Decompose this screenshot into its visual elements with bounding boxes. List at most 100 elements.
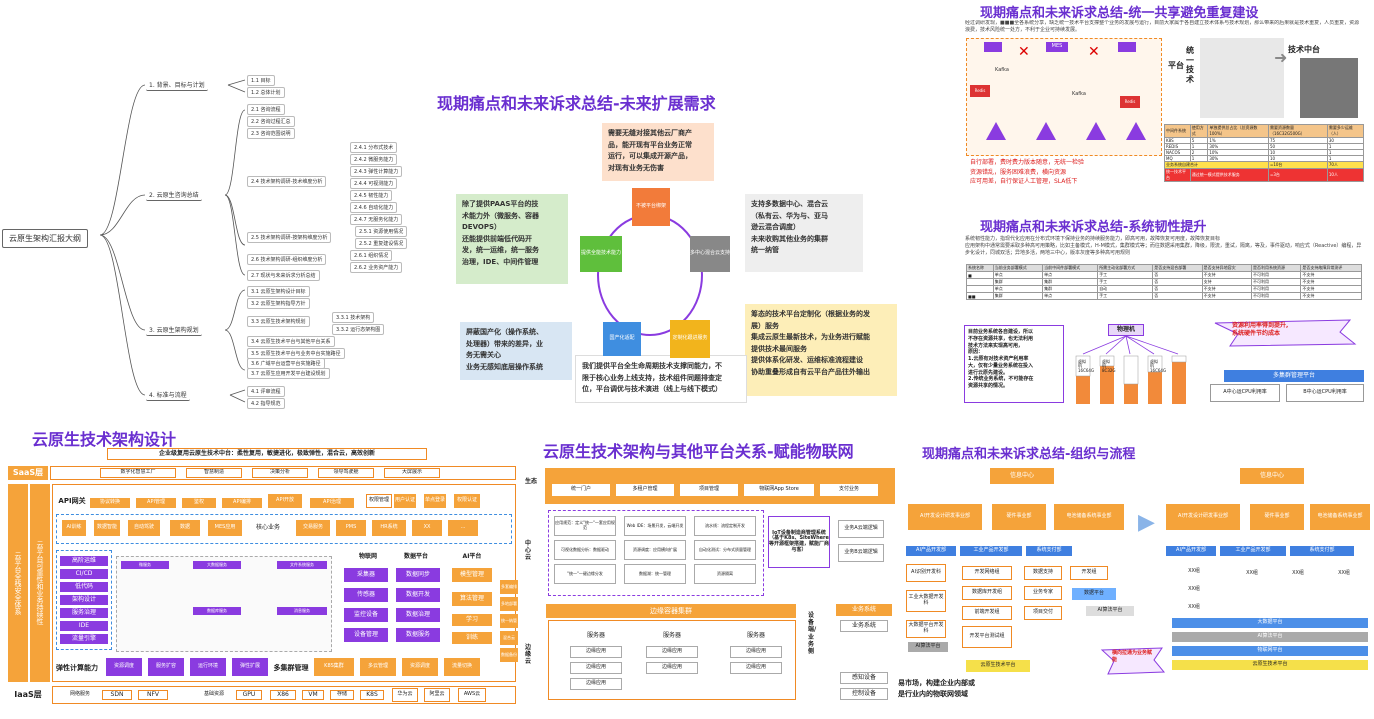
redis-logo: Redis [970, 85, 990, 97]
edge-app: 边缘应用 [570, 646, 622, 658]
biz-a: 业务A云端逻辑 [838, 520, 884, 538]
multi-item: K8S集群 [314, 658, 354, 676]
org-cloud-native-platform: 云原生技术平台 [966, 660, 1030, 672]
physical-machine: 物理机 [1108, 324, 1144, 336]
expand-right-card: 支持多数据中心、混合云（私有云、华为与、亚马逊云混合调度）未来收购其他业务的集群… [745, 194, 863, 272]
design-banner: 企业级复用云原生技术中台：柔性复用，敏捷进化，极致弹性，混合云，高效创新 [107, 448, 427, 460]
paas-side-security: 云平台全栈安全体系 [8, 484, 28, 682]
expand-title: 现期痛点和未来诉求总结-未来扩展需求 [437, 90, 716, 114]
dept-left: 硬件事业部 [992, 504, 1046, 530]
saas-item: 数字化智慧工厂 [100, 468, 176, 478]
vm-label: 虚拟机16C64G [1150, 360, 1158, 373]
iaas-item: K8S [360, 690, 384, 700]
layer-cloud-native: 云原生技术平台 [1172, 660, 1368, 670]
mindmap-leaf: 2.4.2 微服务能力 [350, 154, 397, 165]
mindmap-node: 3.1 云原生架构设计目标 [247, 286, 310, 297]
mw-title: 文件系统服务 [277, 561, 327, 569]
elastic-label: 弹性计算能力 [54, 656, 100, 680]
iaas-item: AWS云 [458, 688, 486, 702]
mindmap-leaf: 2.4.4 可视测能力 [350, 178, 397, 189]
data-item: 数据治理 [396, 608, 440, 622]
iaas-item: X86 [270, 690, 296, 700]
auth-item: 用户认证 [394, 494, 416, 508]
mindmap-node: 2.7 现状与未来诉求分析总结 [247, 270, 320, 281]
mindmap-leaf: 2.4.6 自动化能力 [350, 202, 397, 213]
edge-app: 边缘应用 [730, 646, 782, 658]
mindmap-leaf: 2.4.5 韧性能力 [350, 190, 392, 201]
left-col-item: 低代码 [60, 582, 108, 592]
org-item: 数据平台 [1072, 588, 1116, 600]
iaas-label: IaaS层 [8, 688, 48, 702]
info-center-left: 信息中心 [990, 468, 1054, 484]
mindmap-node: 2.6 技术架构调研-组织维度分析 [247, 254, 326, 265]
share-tech-image [1300, 58, 1358, 118]
arrow-right-icon: ➜ [1274, 48, 1287, 67]
biz-system-header: 业务系统 [836, 604, 892, 616]
xx-group: XX组 [1326, 568, 1362, 580]
expand-bottom-card: 我们提供平台全生命周期技术支撑同能力，不限于核心业务上线支持，技术组件同题排查定… [575, 355, 747, 403]
mindmap-leaf: 2.5.2 重复建设情况 [355, 238, 407, 249]
design-title: 云原生技术架构设计 [32, 426, 176, 450]
mw-title: 数据库服务 [193, 607, 241, 615]
iaas-item: SDN [102, 690, 132, 700]
device-side-label: 设备端/业务侧 [808, 612, 818, 655]
org-item: 数据库开发组 [962, 586, 1012, 600]
iaas-item: NFV [138, 690, 168, 700]
eco-item: 项目管理 [680, 484, 738, 496]
left-col-item: CI/CD [60, 569, 108, 579]
mindmap-branch-3: 3. 云原生架构规划 [146, 324, 202, 336]
multi-item: 多云管理 [360, 658, 396, 676]
resilience-note: 目前业务系统各自建设，所以不存在资源共享，也无法利用技术方法来实现高可用，原因：… [964, 325, 1064, 403]
ai-row-item: HR系统 [372, 520, 406, 536]
center-item: "统一"一键边缘分发 [554, 564, 616, 584]
mw-title: 大数据服务 [193, 561, 241, 569]
org-bubble-text: 横向拉通为业务赋能 [1112, 650, 1156, 663]
center-item: 资源隔离 [694, 564, 756, 584]
mindmap-leaf: 2.4.7 无服务化能力 [350, 214, 402, 225]
edge-app: 边缘应用 [730, 662, 782, 674]
mindmap-branch-1: 1. 背景、目标与计划 [146, 79, 208, 91]
sensor-device: 感知设备 [840, 672, 888, 684]
cluster-platform: 多集群管理平台 [1224, 370, 1364, 382]
sub-left: 工业产品开发部 [960, 546, 1022, 556]
cycle-node-3: 定制化跟进服务 [670, 320, 710, 358]
ai-row-item: 数据 [170, 520, 200, 536]
auth-item: 权限管理 [366, 494, 392, 508]
mindmap-node: 3.4 云原生技术平台与其他平台关系 [247, 336, 335, 347]
biz-system: 业务系统 [840, 620, 888, 632]
dept-left: AI开发设计研发事业部 [908, 504, 982, 530]
saas-item: 智慧制造 [186, 468, 242, 478]
mindmap-node: 3.2 云原生架构指导方针 [247, 298, 310, 309]
multi-item: 流量切换 [444, 658, 480, 676]
org-item: 开发平台测试组 [962, 626, 1012, 648]
left-col-item: 架构设计 [60, 595, 108, 605]
share-label-tech-platform: 技术中台 [1288, 44, 1320, 55]
layer-iot: 物联网平台 [1172, 646, 1368, 656]
saas-label: SaaS层 [8, 466, 48, 480]
resilience-intro: 系统韧性能力，指现代化应用在分布式环境下保持业务的持续服务能力，即高可用，故障恢… [965, 236, 1363, 257]
ai-row-item: PMS [336, 520, 366, 536]
eco-item: 物联网App Store [744, 484, 814, 496]
vm-label: 虚拟机16C64G [1078, 360, 1086, 373]
mindmap-branch-2: 2. 云原生咨询总结 [146, 189, 202, 201]
server-label: 服务器 [730, 630, 782, 642]
app-box [984, 42, 1002, 52]
mindmap-leaf: 3.3.1 技术架构 [332, 312, 374, 323]
server-label: 服务器 [570, 630, 622, 642]
mindmap-leaf: 2.6.1 组织情况 [350, 250, 392, 261]
elastic-item: 弹性扩展 [232, 658, 268, 676]
right-side-item: 统一纳管 [500, 614, 518, 628]
ai-item: 训练 [452, 632, 492, 644]
iaas-item: 存储 [330, 690, 354, 700]
dept-right: AI开发设计研发事业部 [1166, 504, 1240, 530]
ai-row-item: MES应用 [208, 520, 242, 536]
layer-bigdata: 大数据平台 [1172, 618, 1368, 628]
right-side-item: 数据备份 [500, 648, 518, 662]
control-device: 控制设备 [840, 688, 888, 700]
share-label-platform: 平台 [1168, 60, 1184, 71]
ai-item: 算法管理 [452, 592, 492, 606]
mindmap-node: 3.7 云原生应用开发平台建设规划 [247, 368, 330, 379]
share-unified-panel [1200, 38, 1284, 118]
cross-icon: ✕ [1088, 44, 1100, 60]
iaas-item: VM [302, 690, 324, 700]
